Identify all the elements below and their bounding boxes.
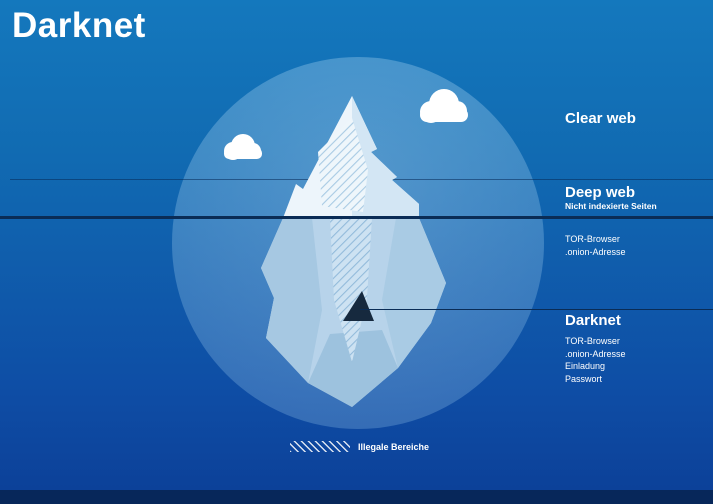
cloud-icon: [420, 89, 468, 123]
darknet-note-line: .onion-Adresse: [565, 348, 626, 359]
page-title: Darknet: [12, 6, 146, 45]
deep-web-note-line: .onion-Adresse: [565, 246, 626, 257]
cloud-icon: [224, 134, 262, 160]
hatch-swatch-icon: [290, 441, 350, 452]
deep-web-heading: Deep web: [565, 184, 636, 201]
clear-web-heading: Clear web: [565, 110, 636, 127]
darknet-note-line: Passwort: [565, 373, 603, 384]
iceberg-above-water: [283, 96, 419, 218]
darknet-note-line: TOR-Browser: [565, 336, 620, 346]
legend: Illegale Bereiche: [290, 441, 429, 452]
darknet-heading: Darknet: [565, 312, 621, 329]
deep-web-note-line: TOR-Browser: [565, 234, 620, 244]
darknet-note-line: Einladung: [565, 361, 606, 371]
waterline: [0, 216, 713, 219]
deep-web-notes: TOR-Browser .onion-Adresse: [565, 233, 626, 258]
legend-label: Illegale Bereiche: [358, 441, 430, 452]
darknet-label: Darknet TOR-Browser .onion-Adresse Einla…: [565, 312, 626, 385]
deep-web-label: Deep web Nicht indexierte Seiten: [565, 184, 657, 212]
footer-bar: [0, 490, 713, 504]
clear-web-label: Clear web: [565, 110, 636, 127]
darknet-marker: [343, 291, 374, 321]
darknet-pointer-line: [360, 309, 713, 310]
deep-web-subtitle: Nicht indexierte Seiten: [565, 201, 657, 211]
